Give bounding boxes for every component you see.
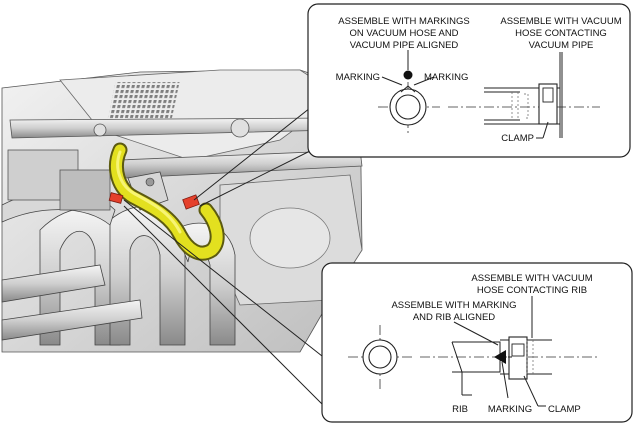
bottom-label-contact-rib-1: ASSEMBLE WITH VACUUM: [471, 273, 592, 284]
bottom-clamp-label: CLAMP: [548, 404, 581, 415]
reservoir: [249, 207, 331, 269]
clamp-red-lower: [108, 192, 124, 204]
clamp-red-upper: [182, 194, 200, 210]
engine-cap-2: [93, 123, 107, 137]
leader-to-bottom-callout: [123, 199, 327, 409]
bottom-rib-label: RIB: [452, 404, 468, 415]
vacuum-hose-fill: [111, 144, 223, 259]
top-label-markings-1: ASSEMBLE WITH MARKINGS: [338, 16, 469, 27]
bottom-clamp-shape: [508, 336, 528, 380]
label-plate: [106, 82, 180, 124]
bottom-marking-arrow: [494, 350, 506, 364]
engine-block-mid: [59, 169, 111, 211]
top-marking-left: MARKING: [336, 72, 380, 83]
vacuum-hose-highlight: [116, 150, 182, 234]
top-clamp-label: CLAMP: [501, 133, 534, 144]
top-label-markings-2: ON VACUUM HOSE AND: [349, 28, 458, 39]
bottom-label-marking-rib-2: AND RIB ALIGNED: [413, 312, 495, 323]
engine-cap: [230, 118, 250, 138]
bottom-label-contact-rib-2: HOSE CONTACTING RIB: [477, 285, 587, 296]
top-end-view: MARKING MARKING: [336, 50, 468, 134]
bottom-marking-label: MARKING: [488, 404, 532, 415]
marking-dot: [403, 70, 413, 80]
top-label-contact-3: VACUUM PIPE: [529, 40, 594, 51]
top-label-contact-1: ASSEMBLE WITH VACUUM: [500, 16, 621, 27]
top-marking-right: MARKING: [424, 72, 468, 83]
bottom-end-view: [348, 325, 412, 390]
top-label-markings-3: VACUUM PIPE ALIGNED: [350, 40, 459, 51]
leader-to-top-callout: [193, 107, 317, 207]
top-side-view: CLAMP: [448, 52, 600, 144]
top-callout: ASSEMBLE WITH MARKINGS ON VACUUM HOSE AN…: [307, 3, 631, 158]
bottom-callout: ASSEMBLE WITH VACUUM HOSE CONTACTING RIB…: [321, 262, 633, 423]
top-label-contact-2: HOSE CONTACTING: [515, 28, 607, 39]
bottom-side-view: RIB MARKING CLAMP: [420, 296, 600, 415]
bracket-bolt: [145, 177, 155, 187]
bottom-label-marking-rib-1: ASSEMBLE WITH MARKING: [391, 300, 516, 311]
